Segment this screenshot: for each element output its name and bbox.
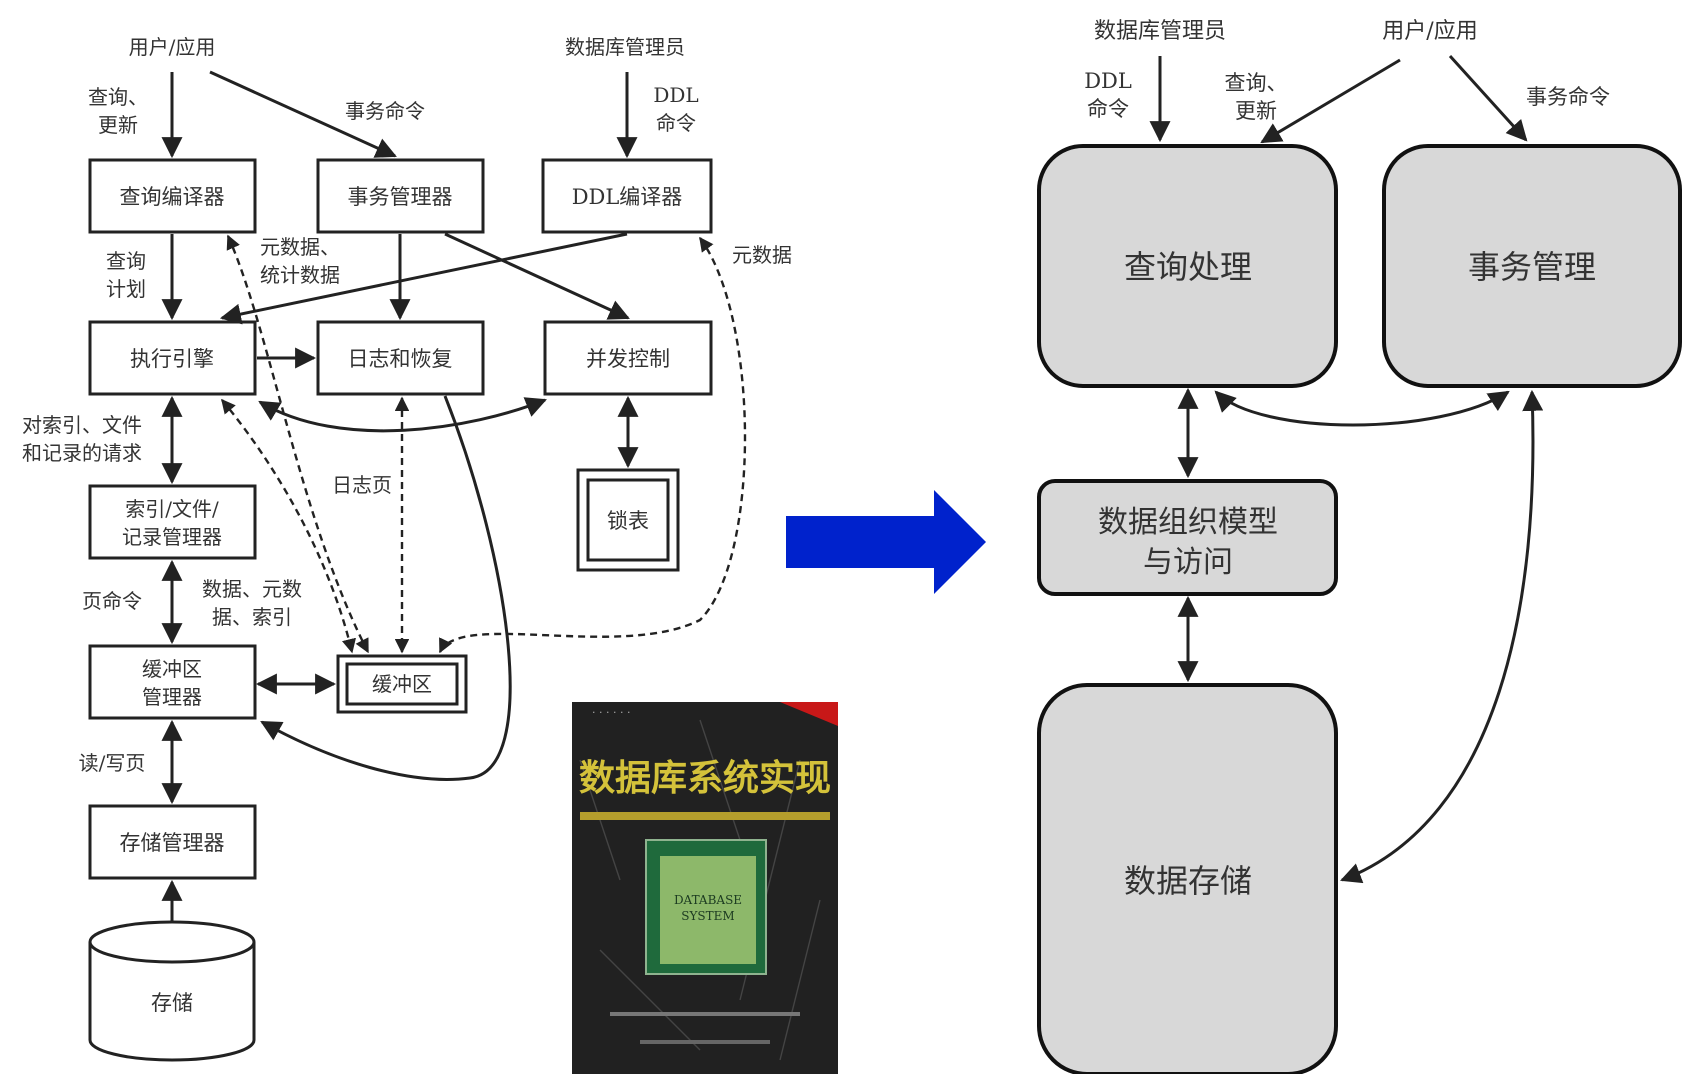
- buffer-inner: [345, 662, 459, 706]
- left-ddl-cmd-label-1: DDL: [653, 83, 698, 107]
- log-recovery-label: 日志和恢复: [348, 347, 453, 371]
- transform-arrow-icon: [786, 490, 986, 594]
- right-query-update-label-1: 查询、: [1225, 71, 1288, 95]
- query-plan-label-2: 计划: [106, 277, 146, 301]
- data-meta-index-label-1: 数据、元数: [202, 577, 302, 601]
- log-page-label: 日志页: [332, 473, 392, 497]
- exec-engine-label: 执行引擎: [130, 347, 214, 371]
- ddl-compiler-box: [541, 158, 713, 234]
- txn-manager-box: [316, 158, 485, 234]
- txn-management-box: [1382, 144, 1682, 388]
- concurrency-label: 并发控制: [586, 347, 670, 371]
- metadata-label: 元数据: [732, 243, 792, 267]
- book-inner-title-1: DATABASE: [674, 893, 742, 907]
- right-dba-label: 数据库管理员: [1094, 19, 1226, 44]
- query-processing-box: [1037, 144, 1338, 388]
- book-title: 数据库系统实现: [579, 757, 831, 799]
- buffer-label: 缓冲区: [372, 672, 432, 696]
- buffer-manager-box: [88, 644, 257, 720]
- left-diagram: 用户/应用 数据库管理员 查询、 更新 事务命令 DDL 命令 查询编译器 事务…: [22, 35, 792, 1062]
- request-label-1: 对索引、文件: [22, 413, 142, 437]
- storage-cylinder: [88, 920, 256, 1062]
- rw-page-label: 读/写页: [79, 751, 146, 775]
- buffer-manager-label-2: 管理器: [142, 685, 202, 709]
- storage-manager-box: [88, 804, 257, 880]
- index-manager-label-1: 索引/文件/: [125, 497, 219, 521]
- storage-manager-label: 存储管理器: [120, 831, 225, 855]
- index-manager-label-2: 记录管理器: [122, 525, 222, 549]
- right-user-label: 用户/应用: [1382, 19, 1477, 44]
- data-storage-label: 数据存储: [1124, 862, 1252, 900]
- txn-management-label: 事务管理: [1468, 248, 1596, 286]
- data-meta-index-label-2: 据、索引: [212, 605, 292, 629]
- right-query-update-label-2: 更新: [1235, 99, 1277, 123]
- request-label-2: 和记录的请求: [22, 441, 142, 465]
- metadata-stats-label-1: 元数据、: [260, 235, 340, 259]
- txn-manager-label: 事务管理器: [348, 185, 453, 209]
- query-processing-label: 查询处理: [1124, 248, 1252, 286]
- left-dba-label: 数据库管理员: [565, 35, 685, 59]
- metadata-stats-label-2: 统计数据: [260, 263, 340, 287]
- left-user-label: 用户/应用: [129, 35, 216, 59]
- book-series-dots: · · · · · ·: [592, 706, 630, 719]
- right-ddl-cmd-label-2: 命令: [1087, 97, 1129, 121]
- left-ddl-cmd-label-2: 命令: [656, 111, 696, 135]
- left-txn-cmd-label: 事务命令: [345, 99, 425, 123]
- lock-table-label: 锁表: [607, 509, 649, 533]
- buffer-manager-label-1: 缓冲区: [142, 657, 202, 681]
- query-compiler-label: 查询编译器: [120, 185, 225, 209]
- right-ddl-cmd-label-1: DDL: [1084, 69, 1132, 93]
- ddl-compiler-label: DDL编译器: [572, 185, 683, 209]
- right-diagram: 数据库管理员 用户/应用 DDL 命令 查询、 更新 事务命令 查询处理 事务管…: [1037, 19, 1682, 1074]
- data-storage-box: [1037, 683, 1338, 1074]
- page-cmd-label: 页命令: [82, 589, 142, 613]
- right-txn-cmd-label: 事务命令: [1526, 85, 1610, 109]
- data-org-label-1: 数据组织模型: [1098, 505, 1278, 540]
- storage-label: 存储: [151, 991, 193, 1015]
- book-inner-title-2: SYSTEM: [681, 909, 734, 923]
- query-compiler-box: [88, 158, 257, 234]
- data-org-label-2: 与访问: [1143, 545, 1233, 580]
- query-plan-label-1: 查询: [106, 249, 146, 273]
- left-query-update-label-1: 查询、: [88, 85, 148, 109]
- book-cover: · · · · · · 数据库系统实现 DATABASE SYSTEM: [572, 702, 838, 1074]
- left-query-update-label-2: 更新: [98, 113, 138, 137]
- data-org-box: [1037, 479, 1338, 596]
